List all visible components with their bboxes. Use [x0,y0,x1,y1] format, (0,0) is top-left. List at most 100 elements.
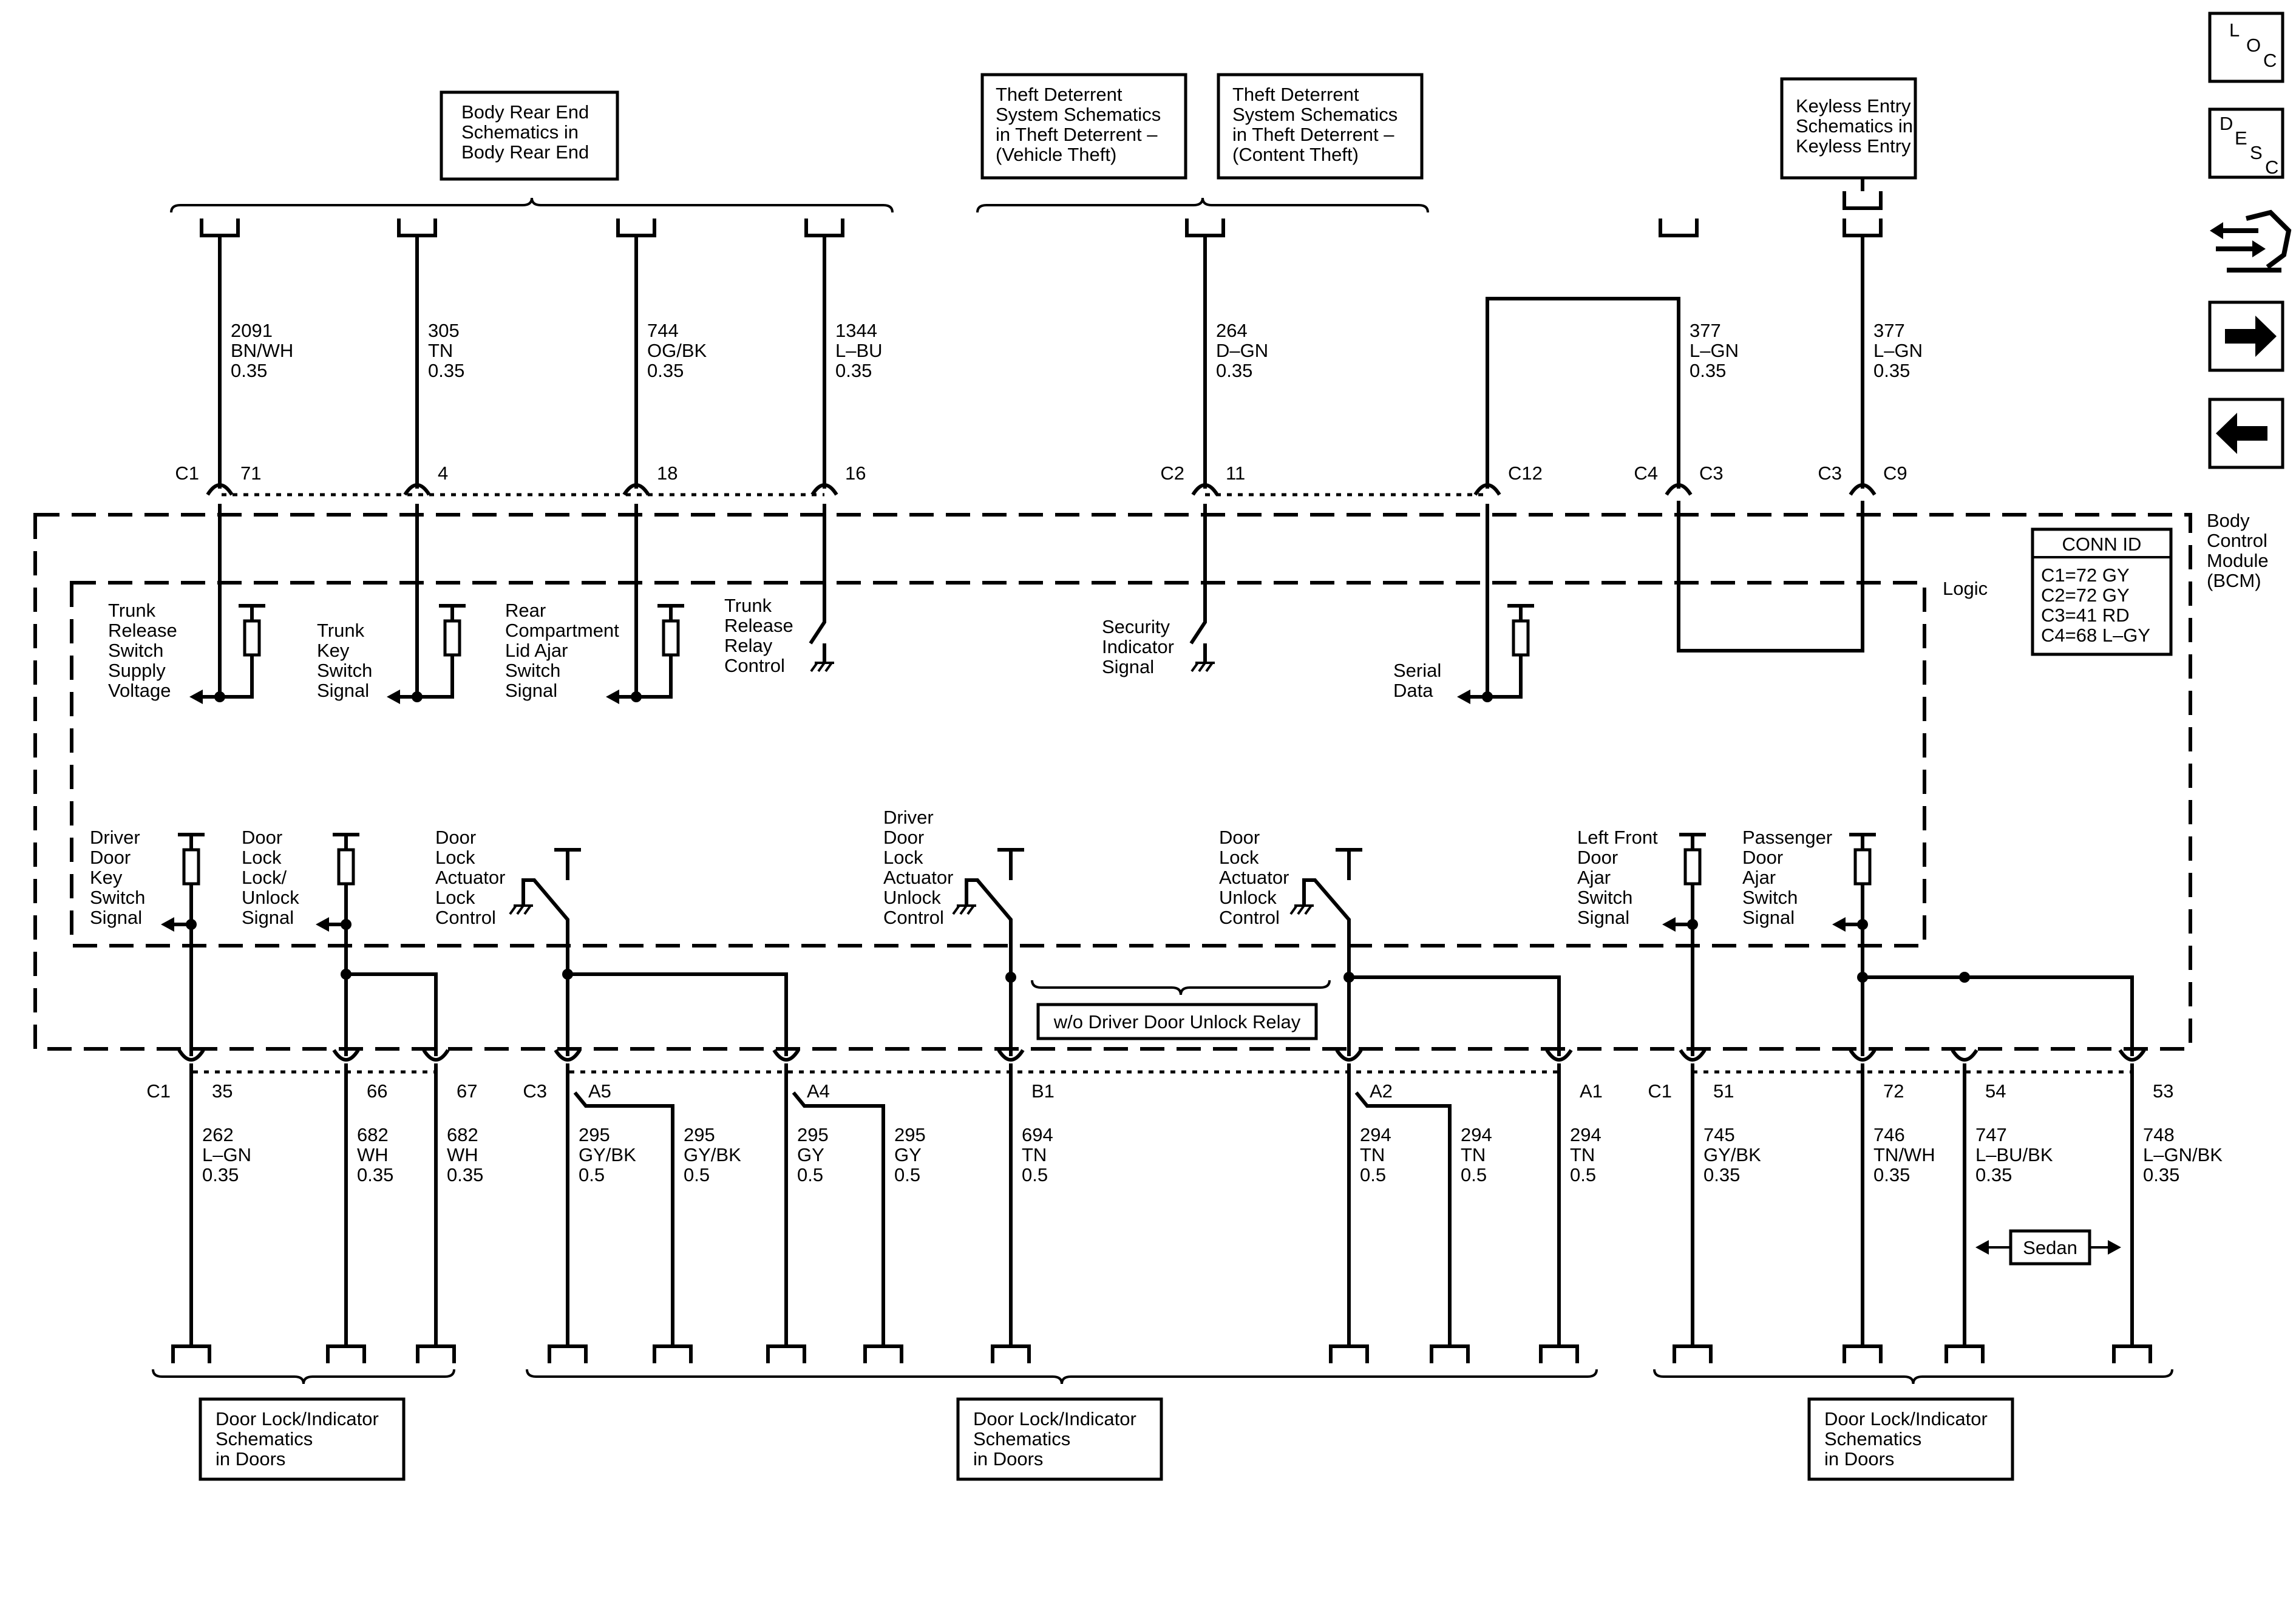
resistor [243,619,261,657]
ground-hatch [810,662,818,673]
bottom-connector-pin-label: 72 [1883,1080,1904,1102]
terminal-bottom [1843,1344,1883,1363]
conn-id-entry: C1=72 GY [2041,564,2130,586]
terminal-bottom [548,1344,588,1363]
resistor [662,619,680,657]
bottom-ref-doors-left[interactable] [199,1397,406,1481]
internal-bottom-label-0: Switch [90,887,145,908]
bottom-wire-label: 0.5 [894,1164,920,1185]
bcm-label: Module [2207,550,2269,571]
bottom-wire-label: 682 [357,1124,389,1145]
internal-bottom-label-6: Passenger [1742,827,1832,848]
top-ref-theft-vehicle[interactable] [980,73,1187,180]
internal-bottom-label-5: Switch [1577,887,1632,908]
connector-pin [1665,483,1693,496]
lock-control-relay [521,878,569,1056]
bottom-wire-label: 294 [1360,1124,1391,1145]
top-wire-label: OG/BK [647,340,707,361]
top-wire-label: 0.35 [1690,360,1726,381]
unlock-control-relay [1302,878,1351,1056]
serial-data-loop-wire [1486,297,1680,489]
bottom-ref-doors-center[interactable] [956,1397,1163,1481]
top-ref-theft-content[interactable] [1217,73,1424,180]
internal-bottom-label-2: Actuator [435,867,505,888]
internal-top-label-1: Key [317,640,350,661]
bottom-wire-label: GY/BK [684,1144,741,1165]
internal-bottom-label-2: Lock [435,847,475,868]
connector-pin [1191,483,1219,496]
description-icon-glyph: S [2250,142,2263,163]
bottom-ref-doors-right[interactable] [1807,1397,2014,1481]
terminal-top [1843,191,1883,210]
internal-top-label-2: Compartment [505,620,619,641]
top-ref-theft-vehicle-text: in Theft Deterrent – [996,124,1158,145]
connector-pin [2118,1049,2146,1062]
bottom-wire-label: TN [1570,1144,1595,1165]
bottom-ref-doors-right-text: in Doors [1824,1448,1894,1470]
grouping-bracket [976,197,1429,213]
repair-icon-arrow [2210,222,2266,257]
bottom-wire-label: 0.35 [2143,1164,2179,1185]
location-icon-glyph: L [2229,19,2240,41]
description-icon[interactable] [2208,107,2284,179]
terminal-top [200,219,240,237]
internal-wire [203,656,254,699]
signal-arrow [316,917,329,932]
bottom-wire-label: 0.5 [1022,1164,1048,1185]
bottom-connector-pin-label: 51 [1713,1080,1734,1102]
bottom-wire-label: 694 [1022,1124,1053,1145]
ground-hatch [1289,904,1298,915]
top-ref-keyless-entry-text: Schematics in [1796,115,1913,137]
signal-arrow [161,917,174,932]
top-wire-label: 0.35 [647,360,684,381]
bcm-label: Control [2207,530,2267,551]
terminal-top [397,219,437,237]
internal-top-label-0: Trunk [108,600,156,621]
terminal-bottom [171,1344,211,1363]
sedan-arrow-left [1975,1240,1989,1255]
top-wire-label: D–GN [1216,340,1268,361]
top-ref-body-rear-end-text: Body Rear End [461,141,589,163]
internal-bottom-label-5: Ajar [1577,867,1611,888]
bottom-ref-doors-left-text: Schematics [216,1428,313,1449]
connector-pin [810,483,838,496]
internal-top-label-5: Serial [1393,660,1441,681]
top-wire-label: 0.35 [428,360,464,381]
option-note-text: w/o Driver Door Unlock Relay [1053,1011,1301,1032]
terminal-top [1843,219,1883,237]
top-wire-label: 0.35 [231,360,267,381]
top-ref-keyless-entry[interactable] [1780,77,1917,180]
bottom-ref-doors-center-text: Door Lock/Indicator [973,1408,1136,1429]
internal-bottom-label-5: Left Front [1577,827,1658,848]
bottom-connector-label: C1 [1648,1080,1672,1102]
bottom-connector-pin-label: 67 [457,1080,477,1102]
connector-pin [1679,1049,1707,1062]
top-wire-label: L–BU [835,340,883,361]
top-wire-label: 264 [1216,320,1248,341]
internal-bottom-label-0: Driver [90,827,140,848]
terminal-top [616,219,656,237]
internal-bottom-label-4: Unlock [1219,887,1277,908]
internal-bottom-label-6: Signal [1742,907,1795,928]
bottom-wire-label: 0.5 [1360,1164,1386,1185]
internal-bottom-label-6: Switch [1742,887,1798,908]
connector-repair-icon[interactable] [2216,209,2292,273]
bcm-label: (BCM) [2207,570,2261,591]
bottom-wire-label: 0.5 [579,1164,605,1185]
sedan-box [2009,1229,2091,1266]
bottom-wire-label: WH [447,1144,478,1165]
bottom-wire-label: GY [797,1144,824,1165]
connector-pin [1849,1049,1877,1062]
resistor [1853,848,1872,886]
top-ref-body-rear-end[interactable] [440,90,619,181]
top-wire-label: L–GN [1690,340,1739,361]
terminal-top [804,219,844,237]
internal-top-label-2: Signal [505,680,557,701]
resistor [443,619,461,657]
bottom-wire-label: TN/WH [1873,1144,1935,1165]
terminal-bottom [1673,1344,1713,1363]
bottom-ref-doors-center-text: Schematics [973,1428,1070,1449]
bottom-ref-doors-center-text: in Doors [973,1448,1043,1470]
bottom-connector-label: C1 [146,1080,171,1102]
location-icon[interactable] [2208,12,2284,83]
